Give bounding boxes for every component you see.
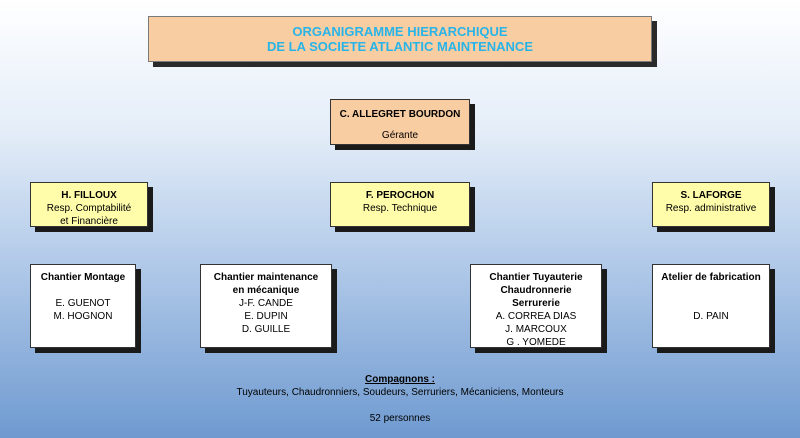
site-title: Chantier Montage	[40, 272, 126, 283]
site-person: D. GUILLE	[241, 324, 291, 335]
site-node-montage: Chantier Montage E. GUENOT M. HOGNON	[30, 264, 136, 348]
companions-title: Compagnons :	[365, 374, 435, 385]
site-node-maintenance: Chantier maintenance en mécanique J-F. C…	[200, 264, 332, 348]
companions-footer: Compagnons : Tuyauteurs, Chaudronniers, …	[200, 373, 600, 425]
site-person: D. PAIN	[693, 311, 729, 322]
manager-role: Resp. Technique	[362, 203, 438, 214]
chart-title-line-1: ORGANIGRAMME HIERARCHIQUE	[292, 24, 508, 39]
companions-trades: Tuyauteurs, Chaudronniers, Soudeurs, Ser…	[236, 387, 564, 398]
ceo-name: C. ALLEGRET BOURDON	[339, 109, 461, 120]
manager-role: Resp. administrative	[665, 203, 757, 214]
site-person: E. GUENOT	[55, 298, 111, 309]
companions-count: 52 personnes	[369, 413, 431, 424]
ceo-role: Gérante	[381, 130, 419, 141]
ceo-node: C. ALLEGRET BOURDON Gérante	[330, 99, 470, 145]
chart-title-line-2: DE LA SOCIETE ATLANTIC MAINTENANCE	[266, 39, 533, 54]
site-title: Chantier Tuyauterie Chaudronnerie Serrur…	[489, 272, 583, 309]
site-title: Chantier maintenance en mécanique	[213, 272, 319, 296]
site-person: A. CORREA DIAS	[495, 311, 577, 322]
site-person: J-F. CANDE	[239, 298, 293, 309]
manager-node-admin: S. LAFORGE Resp. administrative	[652, 182, 770, 227]
chart-title-box: ORGANIGRAMME HIERARCHIQUE DE LA SOCIETE …	[148, 16, 652, 62]
manager-node-technical: F. PEROCHON Resp. Technique	[330, 182, 470, 227]
site-person: M. HOGNON	[53, 311, 113, 322]
site-title: Atelier de fabrication	[661, 272, 761, 283]
manager-node-finance: H. FILLOUX Resp. Comptabilité et Financi…	[30, 182, 148, 227]
manager-name: S. LAFORGE	[680, 190, 742, 201]
site-node-tuyauterie: Chantier Tuyauterie Chaudronnerie Serrur…	[470, 264, 602, 348]
site-person: J. MARCOUX	[505, 324, 567, 335]
site-node-atelier: Atelier de fabrication D. PAIN	[652, 264, 770, 348]
manager-name: H. FILLOUX	[61, 190, 117, 201]
manager-role: et Financière	[60, 216, 118, 227]
manager-role: Resp. Comptabilité	[46, 203, 132, 214]
site-person: G . YOMEDE	[506, 337, 566, 348]
manager-name: F. PEROCHON	[365, 190, 435, 201]
site-person: E. DUPIN	[244, 311, 288, 322]
